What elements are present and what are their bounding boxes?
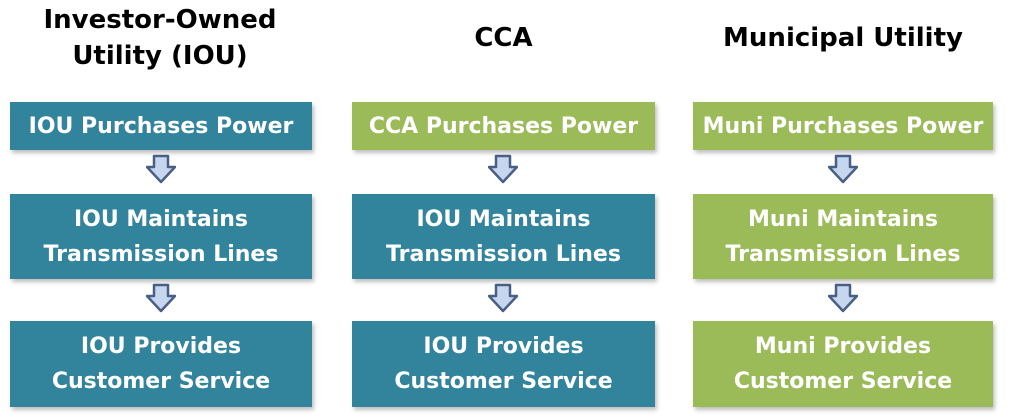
- cca-iou-provides-service-box: IOU Provides Customer Service: [352, 321, 655, 407]
- down-arrow-icon: [828, 283, 858, 313]
- muni-purchases-power-box: Muni Purchases Power: [693, 102, 993, 150]
- down-arrow-icon: [488, 154, 518, 184]
- column-title-cca: CCA: [474, 23, 533, 53]
- down-arrow-icon: [488, 283, 518, 313]
- muni-maintains-transmission-box: Muni Maintains Transmission Lines: [693, 194, 993, 279]
- muni-provides-service-box: Muni Provides Customer Service: [693, 321, 993, 407]
- cca-purchases-power-box: CCA Purchases Power: [352, 102, 655, 150]
- iou-maintains-transmission-box: IOU Maintains Transmission Lines: [10, 194, 312, 279]
- cca-iou-maintains-transmission-box: IOU Maintains Transmission Lines: [352, 194, 655, 279]
- column-title-municipal: Municipal Utility: [723, 23, 963, 53]
- down-arrow-icon: [146, 283, 176, 313]
- iou-purchases-power-box: IOU Purchases Power: [10, 102, 312, 150]
- column-title-iou: Investor-Owned Utility (IOU): [43, 5, 277, 71]
- iou-provides-service-box: IOU Provides Customer Service: [10, 321, 312, 407]
- down-arrow-icon: [146, 154, 176, 184]
- down-arrow-icon: [828, 154, 858, 184]
